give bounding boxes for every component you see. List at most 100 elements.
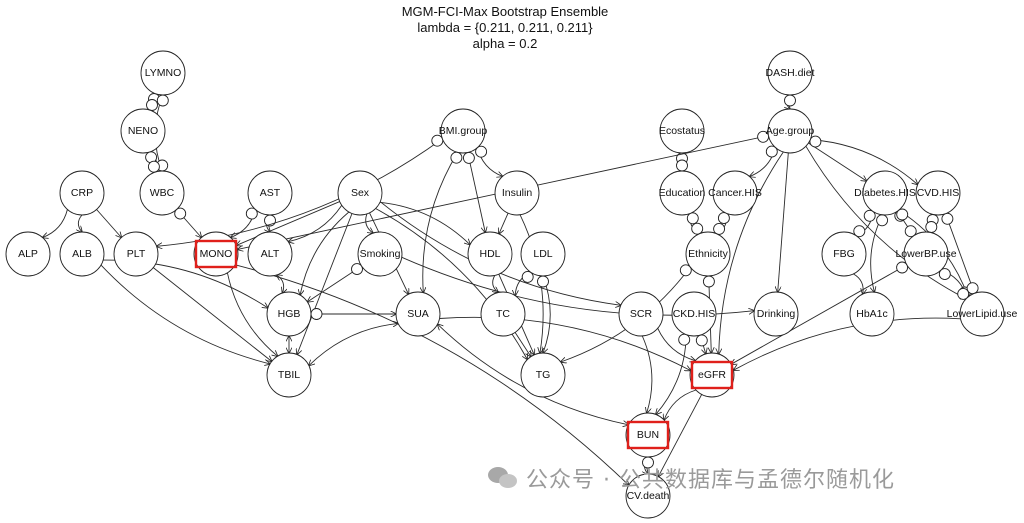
edge-mark-ethnicity <box>713 222 726 235</box>
node-label: TBIL <box>278 369 300 381</box>
node-ldl[interactable]: LDL <box>520 231 566 277</box>
node-sua[interactable]: SUA <box>395 291 441 337</box>
highlight-box <box>194 239 238 269</box>
node-label: MONO <box>200 248 233 260</box>
edge-mark-lowerbp <box>896 261 909 274</box>
node-ecostatus[interactable]: Ecostatus <box>659 108 705 154</box>
edge-mark-age <box>809 135 822 148</box>
node-hgb[interactable]: HGB <box>266 291 312 337</box>
edge-mark-lymno <box>156 94 169 107</box>
edge-mark-lowerbp <box>938 268 951 281</box>
node-tc[interactable]: TC <box>480 291 526 337</box>
edge-mark-bmi <box>462 151 475 164</box>
node-circle <box>659 108 705 154</box>
node-ast[interactable]: AST <box>247 170 293 216</box>
node-cancerhis[interactable]: Cancer.HIS <box>708 170 762 216</box>
node-tbil[interactable]: TBIL <box>266 352 312 398</box>
node-circle <box>494 170 540 216</box>
node-plt[interactable]: PLT <box>113 231 159 277</box>
node-circle <box>5 231 51 277</box>
node-circle <box>113 231 159 277</box>
node-age[interactable]: Age.group <box>766 108 815 154</box>
edge-mark-dash <box>784 94 796 107</box>
node-label: FBG <box>833 248 855 260</box>
node-bmi[interactable]: BMI.group <box>439 108 488 154</box>
edge-age-diabeteshis <box>808 142 866 181</box>
edge-mark-ldl <box>521 270 534 283</box>
node-lymno[interactable]: LYMNO <box>140 50 186 96</box>
node-alb[interactable]: ALB <box>59 231 105 277</box>
node-circle <box>59 231 105 277</box>
node-circle <box>959 291 1005 337</box>
node-insulin[interactable]: Insulin <box>494 170 540 216</box>
node-label: CVD.HIS <box>917 187 960 199</box>
node-ethnicity[interactable]: Ethnicity <box>685 231 731 277</box>
node-circle <box>625 473 671 519</box>
edge-crp-plt <box>96 209 122 238</box>
edge-ldl-tg <box>543 275 551 353</box>
node-circle <box>266 291 312 337</box>
node-smoking[interactable]: Smoking <box>357 231 403 277</box>
edge-egfr-cvdeath <box>658 394 703 476</box>
node-crp[interactable]: CRP <box>59 170 105 216</box>
edge-mark-diabeteshis <box>863 209 876 222</box>
node-circle <box>712 170 758 216</box>
node-tg[interactable]: TG <box>520 352 566 398</box>
node-lowerlipid[interactable]: LowerLipid.use <box>947 291 1018 337</box>
node-circle <box>247 231 293 277</box>
node-lowerbp[interactable]: LowerBP.use <box>895 231 957 277</box>
edge-sex-tbil <box>297 213 353 355</box>
edge-mark-education <box>676 159 688 172</box>
edge-mark-cancerhis <box>717 212 730 225</box>
node-drinking[interactable]: Drinking <box>753 291 799 337</box>
node-label: PLT <box>127 248 146 260</box>
node-label: Cancer.HIS <box>708 187 762 199</box>
node-neno[interactable]: NENO <box>120 108 166 154</box>
node-label: SCR <box>630 308 653 320</box>
node-alp[interactable]: ALP <box>5 231 51 277</box>
edge-mark-hgb <box>310 308 323 320</box>
edge-scr-egfr <box>657 328 696 360</box>
node-label: NENO <box>128 125 158 137</box>
node-circle <box>140 50 186 96</box>
node-scr[interactable]: SCR <box>618 291 664 337</box>
node-label: LowerBP.use <box>895 248 956 260</box>
edge-age-drinking <box>778 152 789 292</box>
edge-alt-hgb <box>277 275 284 293</box>
node-mono[interactable]: MONO <box>193 231 239 277</box>
node-bun[interactable]: BUN <box>625 412 671 458</box>
node-ckdhis[interactable]: CKD.HIS <box>671 291 717 337</box>
node-hba1c[interactable]: HbA1c <box>849 291 895 337</box>
node-label: Sex <box>351 187 370 199</box>
edge-mark-diabeteshis <box>896 208 909 221</box>
node-circle <box>139 170 185 216</box>
node-cvdhis[interactable]: CVD.HIS <box>915 170 961 216</box>
edge-scr-bun <box>641 335 653 413</box>
wechat-icon <box>488 465 518 491</box>
node-circle <box>520 231 566 277</box>
edge-mark-bmi <box>475 145 488 158</box>
node-circle <box>753 291 799 337</box>
node-dash[interactable]: DASH.diet <box>765 50 815 96</box>
node-hdl[interactable]: HDL <box>467 231 513 277</box>
node-egfr[interactable]: eGFR <box>689 352 735 398</box>
edge-mark-education <box>686 212 699 225</box>
node-fbg[interactable]: FBG <box>821 231 867 277</box>
node-diabeteshis[interactable]: Diabetes.HIS <box>854 170 916 216</box>
node-sex[interactable]: Sex <box>337 170 383 216</box>
node-cvdeath[interactable]: CV.death <box>625 473 671 519</box>
node-label: ALP <box>18 248 38 260</box>
edge-hdl-tc <box>493 275 499 293</box>
node-circle <box>395 291 441 337</box>
edge-alb-tbil <box>100 264 270 364</box>
node-label: LowerLipid.use <box>947 308 1018 320</box>
node-circle <box>357 231 403 277</box>
edge-mark-lowerbp <box>904 225 917 238</box>
node-alt[interactable]: ALT <box>247 231 293 277</box>
node-circle <box>862 170 908 216</box>
node-label: BMI.group <box>439 125 488 137</box>
node-wbc[interactable]: WBC <box>139 170 185 216</box>
node-education[interactable]: Education <box>659 170 706 216</box>
edges-layer <box>43 93 979 486</box>
